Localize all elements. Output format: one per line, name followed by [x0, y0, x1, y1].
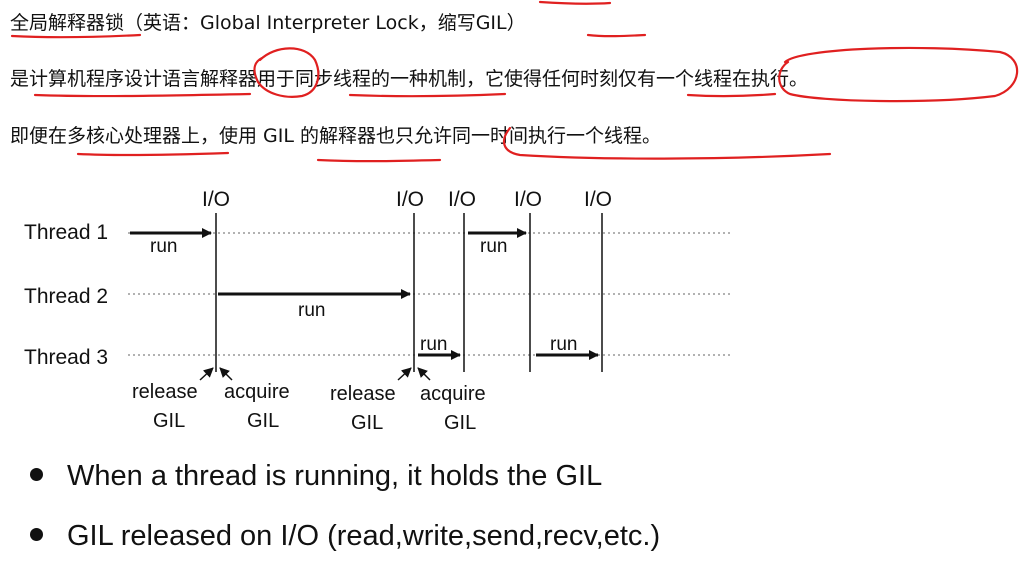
thread-3-label: Thread 3	[24, 346, 108, 369]
bullet-item-1: When a thread is running, it holds the G…	[30, 460, 602, 493]
underline-tongbu	[348, 92, 507, 98]
release-pointer-1	[199, 367, 214, 381]
acquire-pointer-2	[417, 367, 431, 381]
run-label-t3-b: run	[550, 334, 577, 355]
bullet-text-2: GIL released on I/O (read,write,send,rec…	[67, 520, 661, 552]
underline-quanjujieshiqisuo	[10, 33, 142, 39]
release-gil-2: GIL	[351, 412, 383, 434]
annotation-marks	[10, 0, 1019, 163]
acquire-pointer-1	[219, 367, 233, 381]
acquire-label-2: acquire	[420, 383, 486, 405]
underline-renhe	[686, 92, 777, 98]
bullet-text-1: When a thread is running, it holds the G…	[67, 460, 603, 492]
release-label-1: release	[132, 381, 198, 403]
run-arrows	[130, 228, 599, 360]
bullet-dot-icon	[30, 467, 43, 481]
top-stroke	[538, 0, 612, 5]
acquire-gil-1: GIL	[247, 410, 279, 432]
io-label-4: I/O	[514, 188, 542, 211]
run-label-t1-b: run	[480, 236, 507, 257]
io-label-2: I/O	[396, 188, 424, 211]
bracket-zhiyunxu	[502, 126, 832, 160]
bullet-item-2: GIL released on I/O (read,write,send,rec…	[30, 520, 660, 553]
release-label-2: release	[330, 383, 396, 405]
underline-gil	[586, 33, 647, 38]
acquire-gil-2: GIL	[444, 412, 476, 434]
release-pointer-2	[397, 367, 412, 381]
title-line: 全局解释器锁（英语：Global Interpreter Lock，缩写GIL）	[10, 12, 526, 34]
circle-jinyou	[778, 46, 1019, 103]
circle-jieshiqi	[253, 47, 320, 98]
underline-shiyong-gil	[316, 158, 442, 163]
underline-jisuanji	[33, 92, 252, 98]
multicore-line: 即便在多核心处理器上，使用 GIL 的解释器也只允许同一时间执行一个线程。	[10, 125, 661, 147]
run-label-t3-a: run	[420, 334, 447, 355]
release-gil-1: GIL	[153, 410, 185, 432]
acquire-label-1: acquire	[224, 381, 290, 403]
thread-2-label: Thread 2	[24, 285, 108, 308]
definition-line: 是计算机程序设计语言解释器用于同步线程的一种机制，它使得任何时刻仅有一个线程在执…	[10, 68, 809, 90]
io-label-5: I/O	[584, 188, 612, 211]
run-label-t1-a: run	[150, 236, 177, 257]
thread-1-label: Thread 1	[24, 221, 108, 244]
io-label-3: I/O	[448, 188, 476, 211]
io-lines	[215, 213, 603, 372]
io-label-1: I/O	[202, 188, 230, 211]
run-label-t2: run	[298, 300, 325, 321]
underline-duohexin	[76, 151, 230, 157]
bullet-dot-icon	[30, 527, 43, 541]
